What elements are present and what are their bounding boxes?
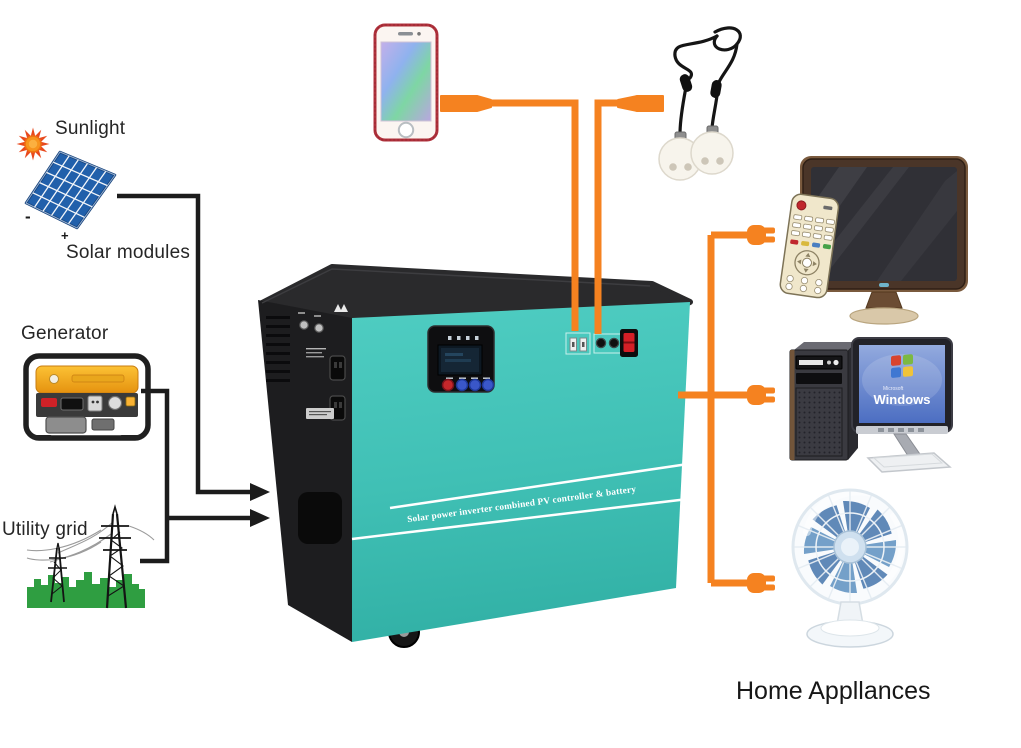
sunlight-label: Sunlight — [55, 118, 126, 139]
solar-modules-label: Solar modules — [66, 242, 191, 263]
inverter-control-panel — [427, 325, 495, 393]
bulb-cable — [594, 99, 620, 334]
city-skyline — [27, 572, 145, 608]
generator-grid-wire — [140, 388, 170, 564]
os-large-label: Windows — [874, 392, 931, 407]
led-bulbs-icon — [658, 26, 742, 181]
generator-icon — [23, 353, 151, 441]
tv-screen — [811, 167, 957, 281]
windows-logo-icon — [891, 354, 913, 378]
home-appliances-label: Home Appllances — [736, 677, 931, 705]
desktop-computer-icon: Microsoft Windows — [789, 337, 953, 473]
power-plug-icon — [747, 573, 775, 593]
up-button — [468, 378, 482, 392]
utility-grid-icon — [26, 504, 155, 609]
battery-terminal — [314, 323, 324, 333]
phone-cable — [489, 99, 579, 331]
tv-icon — [779, 156, 968, 325]
pc-screen — [859, 345, 945, 423]
dc-jack — [595, 337, 607, 349]
power-plug-icon — [440, 95, 492, 112]
inverter-unit: Solar power inverter combined PV control… — [258, 264, 693, 648]
inline-switch — [679, 74, 693, 92]
bulb — [690, 125, 734, 175]
battery-terminal — [299, 320, 309, 330]
dc-jack — [608, 337, 620, 349]
fan-icon — [791, 487, 909, 648]
power-plug-icon — [747, 385, 775, 405]
down-button — [481, 378, 495, 392]
sun-icon — [16, 127, 50, 161]
power-plug-icon — [617, 95, 664, 112]
utility-grid-label: Utility grid — [2, 519, 88, 540]
power-plug-icon — [747, 225, 775, 245]
inverter-side-panel — [258, 300, 352, 642]
panel-plus-label: + — [61, 228, 69, 243]
side-panel-details — [266, 304, 348, 544]
power-button — [441, 378, 455, 392]
pc-monitor: Microsoft Windows — [851, 337, 953, 473]
handle-cutout — [298, 492, 342, 544]
panel-minus-label: - — [25, 207, 31, 226]
os-small-label: Microsoft — [883, 386, 904, 392]
remote-control-icon — [779, 193, 840, 299]
solar-wire — [117, 193, 252, 495]
inline-switch — [710, 80, 722, 98]
inverter-output-ports — [565, 329, 638, 357]
solar-panel-icon: - + — [24, 150, 117, 243]
arrow-icon — [250, 483, 270, 501]
arrow-icon — [250, 509, 270, 527]
smartphone-icon — [373, 23, 439, 142]
menu-button — [455, 378, 469, 392]
generator-label: Generator — [21, 323, 109, 344]
